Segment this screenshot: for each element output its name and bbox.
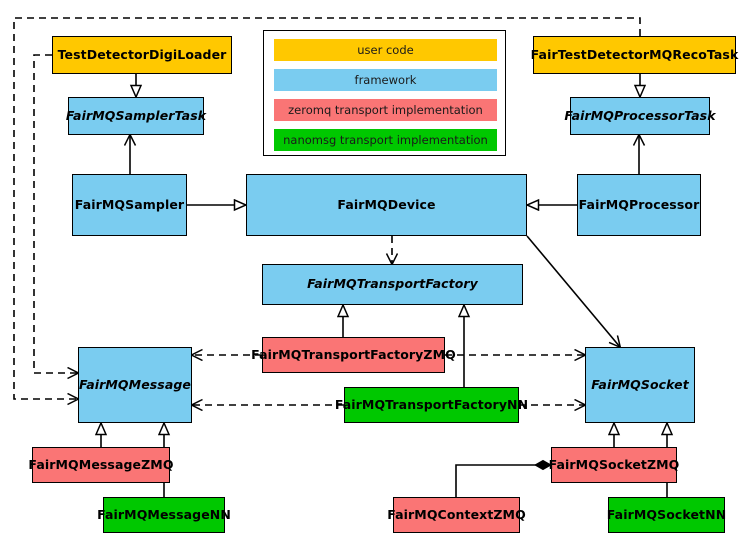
node-label-fairmq-transport-factory-nn: FairMQTransportFactoryNN <box>334 396 529 412</box>
node-label-fairtestdetector-mq-recotask: FairTestDetectorMQRecoTask <box>530 46 739 62</box>
node-label-fairmq-sampler-task: FairMQSamplerTask <box>65 107 207 123</box>
node-label-fairmq-transport-factory-zmq: FairMQTransportFactoryZMQ <box>251 346 456 362</box>
node-label-test-detector-digi-loader: TestDetectorDigiLoader <box>57 46 227 62</box>
node-label-fairmq-processor-task: FairMQProcessorTask <box>564 107 716 123</box>
node-fairmq-transport-factory-nn[interactable]: FairMQTransportFactoryNN <box>335 387 528 423</box>
node-fairtestdetector-mq-recotask[interactable]: FairTestDetectorMQRecoTask <box>530 36 739 74</box>
composition-edges <box>455 465 551 497</box>
node-test-detector-digi-loader[interactable]: TestDetectorDigiLoader <box>52 36 232 74</box>
legend-label-zeromq: zeromq transport implementation <box>288 103 483 117</box>
node-fairmq-processor-task[interactable]: FairMQProcessorTask <box>564 97 716 135</box>
node-label-fairmq-message-zmq: FairMQMessageZMQ <box>28 456 174 472</box>
node-fairmq-socket-zmq[interactable]: FairMQSocketZMQ <box>548 447 680 483</box>
node-fairmq-context-zmq[interactable]: FairMQContextZMQ <box>387 497 526 533</box>
node-fairmq-message[interactable]: FairMQMessage <box>78 347 192 423</box>
node-label-fairmq-socket-nn: FairMQSocketNN <box>606 506 727 522</box>
node-label-fairmq-processor: FairMQProcessor <box>578 196 700 212</box>
node-label-fairmq-transport-factory: FairMQTransportFactory <box>307 276 478 292</box>
node-label-fairmq-message-nn: FairMQMessageNN <box>97 506 231 522</box>
node-label-fairmq-message: FairMQMessage <box>79 376 192 392</box>
legend-label-nanomsg: nanomsg transport implementation <box>283 133 488 147</box>
node-label-fairmq-socket: FairMQSocket <box>591 376 689 392</box>
node-label-fairmq-sampler: FairMQSampler <box>74 196 185 212</box>
node-fairmq-message-zmq[interactable]: FairMQMessageZMQ <box>28 447 173 483</box>
node-fairmq-sampler-task[interactable]: FairMQSamplerTask <box>65 97 207 135</box>
legend-item-nanomsg: nanomsg transport implementation <box>274 129 497 151</box>
legend-label-framework: framework <box>354 73 417 87</box>
node-label-fairmq-socket-zmq: FairMQSocketZMQ <box>548 456 680 472</box>
node-fairmq-processor[interactable]: FairMQProcessor <box>577 174 701 236</box>
association-edges <box>130 135 639 347</box>
legend-item-user-code: user code <box>274 39 497 61</box>
node-label-fairmq-context-zmq: FairMQContextZMQ <box>387 506 526 522</box>
node-fairmq-transport-factory[interactable]: FairMQTransportFactory <box>262 264 523 305</box>
legend-label-user-code: user code <box>357 43 414 57</box>
node-fairmq-sampler[interactable]: FairMQSampler <box>72 174 187 236</box>
node-label-fairmq-device: FairMQDevice <box>337 196 436 212</box>
legend: user code framework zeromq transport imp… <box>263 30 506 156</box>
legend-item-framework: framework <box>274 69 497 91</box>
node-fairmq-socket[interactable]: FairMQSocket <box>585 347 695 423</box>
node-fairmq-message-nn[interactable]: FairMQMessageNN <box>97 497 231 533</box>
legend-item-zeromq: zeromq transport implementation <box>274 99 497 121</box>
node-fairmq-device[interactable]: FairMQDevice <box>246 174 527 236</box>
node-fairmq-socket-nn[interactable]: FairMQSocketNN <box>606 497 727 533</box>
node-fairmq-transport-factory-zmq[interactable]: FairMQTransportFactoryZMQ <box>251 337 456 373</box>
